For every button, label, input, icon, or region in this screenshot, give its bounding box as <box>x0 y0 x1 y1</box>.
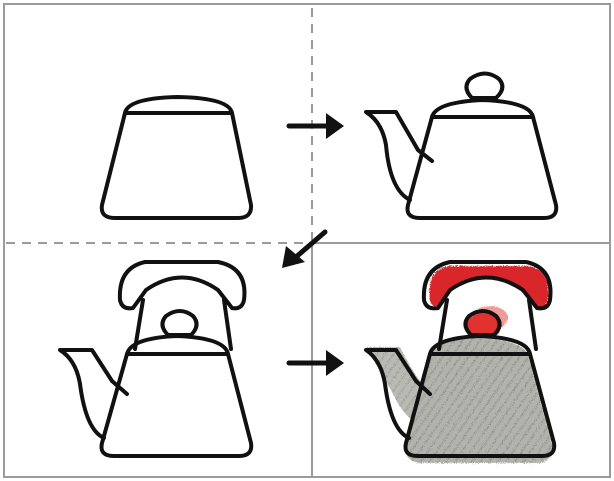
teapot-lid-outline <box>127 336 228 354</box>
crayon-shading <box>366 266 552 463</box>
teapot-knob-outline <box>162 311 196 335</box>
arrow-icon <box>289 350 344 376</box>
teapot-body-outline <box>408 117 557 218</box>
teapot-lid-outline <box>125 97 232 113</box>
step-1-teapot <box>102 97 251 218</box>
teapot-body-outline <box>102 113 251 218</box>
teapot-lid-outline <box>432 100 533 117</box>
arrow-icon <box>289 113 344 139</box>
teapot-body-outline <box>102 354 252 456</box>
arrow-icon <box>282 232 325 268</box>
step-4-teapot-colored <box>366 262 554 463</box>
teapot-knob-outline <box>466 74 502 99</box>
step-3-teapot <box>60 262 251 456</box>
step-2-teapot <box>366 74 556 219</box>
